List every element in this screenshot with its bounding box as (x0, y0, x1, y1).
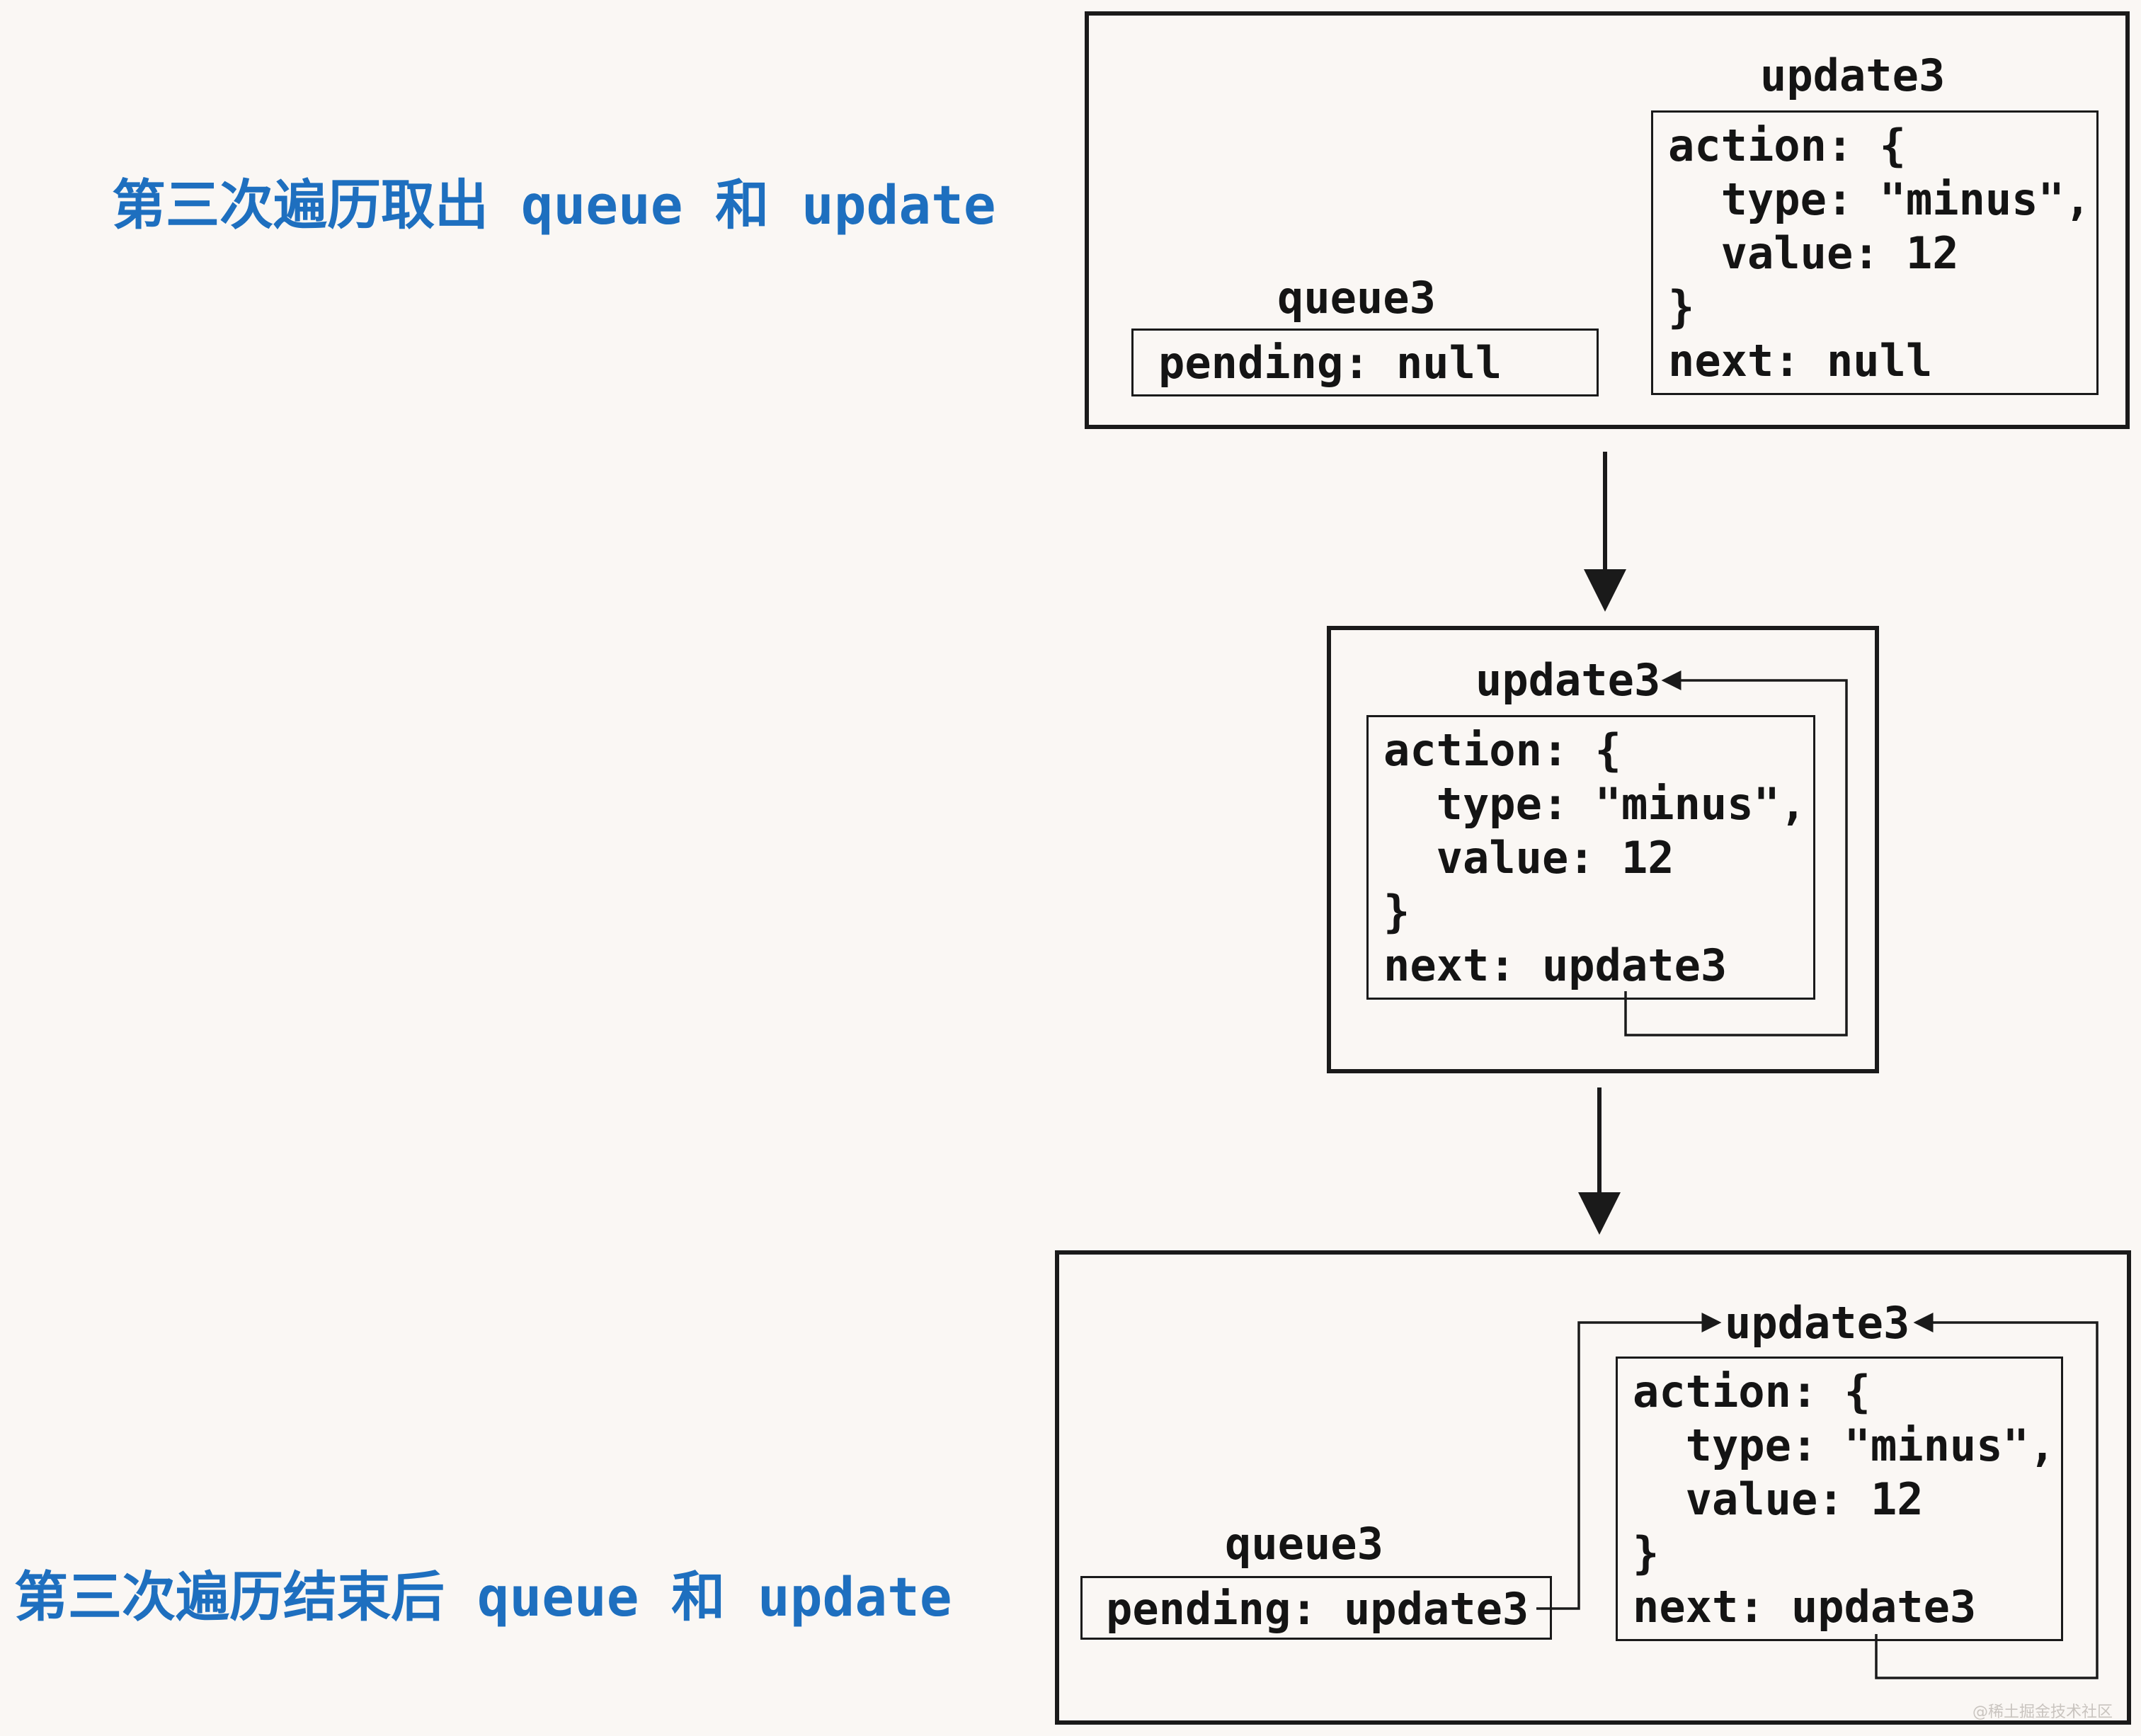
queue-pending: pending: update3 (1106, 1583, 1529, 1635)
panel-circular-update (1327, 626, 1879, 1073)
queue-pending: pending: null (1158, 337, 1502, 389)
update-fields: action: { type: "minus", value: 12 } nex… (1383, 724, 1806, 993)
code-line: type: "minus", (1668, 173, 2091, 225)
panel-after (1055, 1250, 2131, 1725)
update-node (1651, 110, 2099, 395)
code-line: type: "minus", (1633, 1420, 2056, 1471)
code-line: next: null (1668, 335, 1933, 387)
next-pointer (1875, 1313, 2099, 1679)
code-line: next: update3 (1383, 940, 1728, 991)
code-line: action: { (1668, 120, 1906, 171)
code-line: action: { (1633, 1366, 1871, 1417)
code-line: } (1383, 886, 1410, 937)
pending-pointer (1536, 1313, 1722, 1610)
code-line: } (1668, 281, 1695, 333)
code-line: } (1633, 1527, 1660, 1579)
code-line: value: 12 (1633, 1473, 1924, 1525)
update-title: update3 (1725, 1297, 1910, 1349)
code-line: value: 12 (1383, 832, 1674, 884)
queue-title: queue3 (1277, 272, 1436, 324)
update-fields: action: { type: "minus", value: 12 } nex… (1668, 119, 2091, 388)
update-node (1616, 1357, 2063, 1641)
next-pointer (1624, 670, 1848, 1037)
queue-title: queue3 (1225, 1518, 1383, 1570)
update-fields: action: { type: "minus", value: 12 } nex… (1633, 1365, 2055, 1634)
watermark: @稀土掘金技术社区 (1972, 1703, 2113, 1721)
code-line: type: "minus", (1383, 778, 1807, 830)
caption-step-take: 第三次遍历取出 queue 和 update (112, 173, 996, 236)
update-title: update3 (1760, 50, 1946, 101)
caption-step-done: 第三次遍历结束后 queue 和 update (14, 1565, 952, 1628)
update-title: update3 (1475, 654, 1661, 706)
code-line: value: 12 (1668, 227, 1959, 279)
code-line: action: { (1383, 724, 1621, 776)
panel-before (1085, 11, 2130, 429)
update-node (1366, 715, 1815, 1000)
queue-node (1131, 329, 1599, 396)
code-line: next: update3 (1633, 1581, 1977, 1633)
